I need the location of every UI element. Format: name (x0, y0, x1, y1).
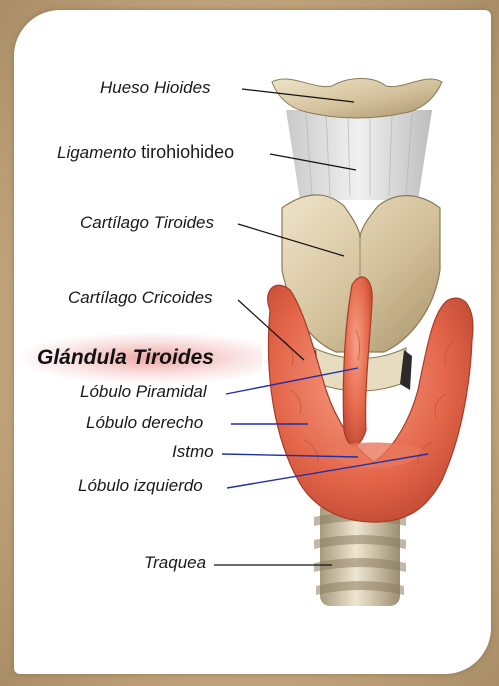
label-cartilago-tiroides: Cartílago Tiroides (80, 213, 214, 233)
label-traquea: Traquea (144, 553, 206, 573)
label-lobulo-izquierdo: Lóbulo izquierdo (78, 476, 203, 496)
thyroid-gland (268, 277, 473, 522)
label-lobulo-derecho: Lóbulo derecho (86, 413, 203, 433)
gland-title-highlight: Glándula Tiroides (22, 333, 262, 383)
label-tirohiohideo: tirohiohideo (141, 142, 234, 162)
label-lobulo-piramidal: Lóbulo Piramidal (80, 382, 207, 402)
label-hueso-hioides: Hueso Hioides (100, 78, 211, 98)
label-cartilago-cricoides: Cartílago Cricoides (68, 288, 213, 308)
label-ligamento: Ligamento (57, 143, 136, 162)
label-ligamento-tirohiohideo: Ligamento tirohiohideo (57, 142, 234, 163)
label-istmo: Istmo (172, 442, 214, 462)
label-glandula-tiroides: Glándula Tiroides (37, 346, 214, 370)
thyrohyoid-ligament (286, 110, 432, 200)
diagram-card: Hueso Hioides Ligamento tirohiohideo Car… (14, 10, 491, 674)
